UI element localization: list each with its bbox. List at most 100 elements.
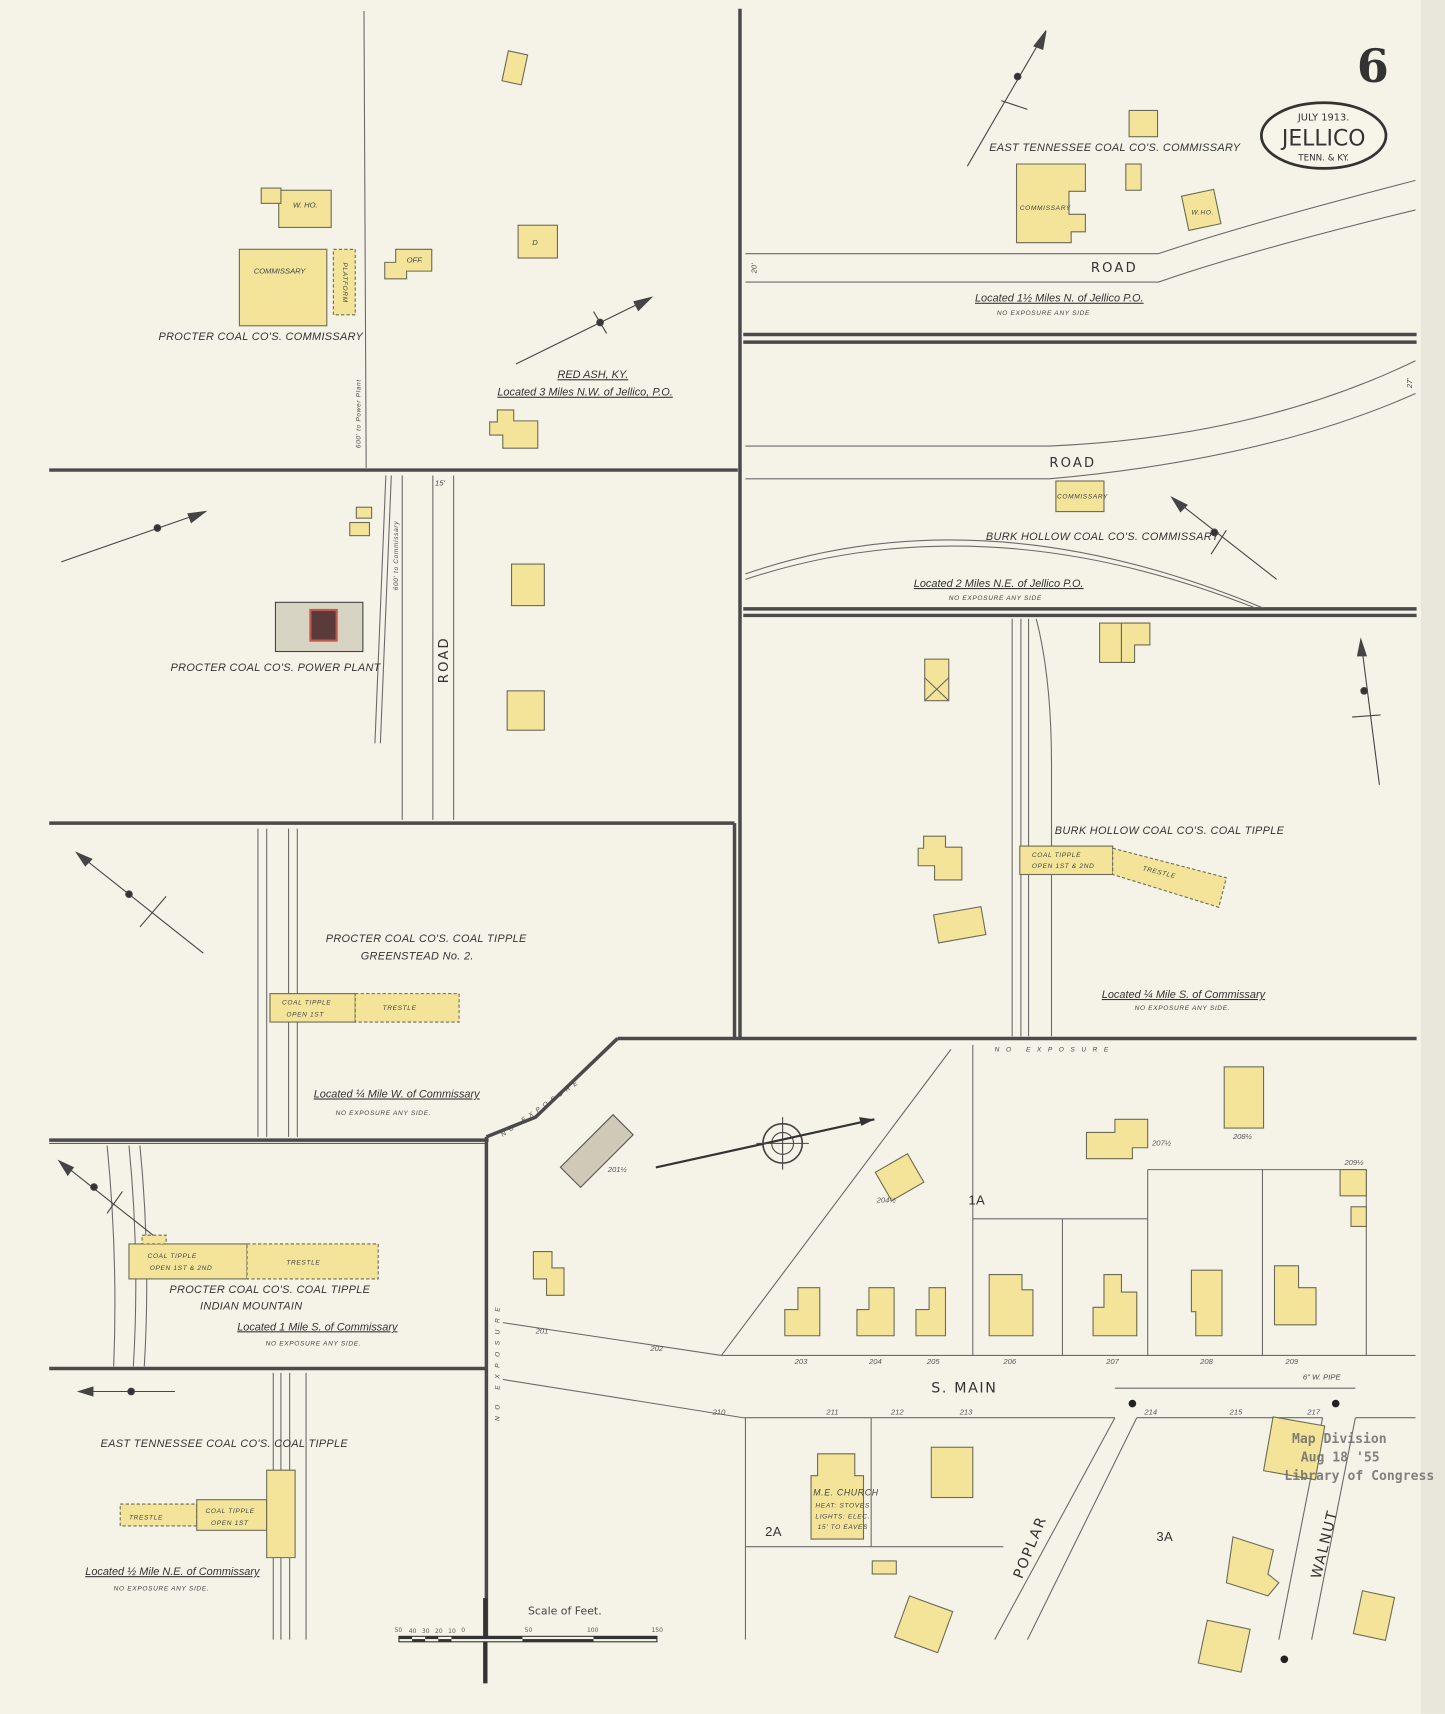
road-label: ROAD	[437, 636, 452, 683]
north-arrow-icon	[76, 1386, 175, 1397]
street-walnut: WALNUT	[1309, 1508, 1342, 1580]
burk-commissary-location: Located 2 Miles N.E. of Jellico P.O.	[914, 578, 1084, 590]
house-number: 209½	[1343, 1158, 1364, 1167]
church-eaves: 15' TO EAVES	[818, 1524, 869, 1531]
etc-tipple-label: COAL TIPPLE	[205, 1508, 254, 1515]
distance-label: 600' to Commissary	[393, 521, 400, 591]
church-name: M.E. CHURCH	[813, 1487, 878, 1497]
scale-tick: 150	[651, 1627, 663, 1634]
north-arrow-icon	[57, 1159, 154, 1236]
greenstead-trestle-label: TRESTLE	[383, 1005, 417, 1012]
panel-etc-commissary: COMMISSARY W.HO. EAST TENNESSEE COAL CO'…	[745, 30, 1416, 317]
panel-red-ash: W. HO. COMMISSARY PLATFORM 600' to Power…	[158, 10, 673, 468]
church-heat: HEAT: STOVES	[815, 1502, 869, 1509]
house-number: 205	[926, 1357, 940, 1366]
burk-commissary-exposure: NO EXPOSURE ANY SIDE	[949, 595, 1042, 602]
etc-tipple-location: Located ½ Mile N.E. of Commissary	[85, 1566, 261, 1578]
red-ash-commissary-title: PROCTER COAL CO'S. COMMISSARY	[158, 331, 363, 343]
scale-tick: 10	[448, 1628, 456, 1635]
road-width: 15'	[435, 478, 445, 487]
scale-tick: 20	[435, 1628, 443, 1635]
indian-title: PROCTER COAL CO'S. COAL TIPPLE	[169, 1284, 370, 1296]
north-arrow-icon	[1170, 496, 1278, 580]
greenstead-location: Located ¼ Mile W. of Commissary	[314, 1088, 481, 1100]
block-1a: 1A	[968, 1193, 985, 1208]
house-number: 207	[1105, 1357, 1119, 1366]
north-arrow-icon	[515, 296, 654, 365]
greenstead-open: OPEN 1ST	[286, 1012, 324, 1019]
warehouse-label: W. HO.	[293, 201, 318, 210]
etc-tipple-title: EAST TENNESSEE COAL CO'S. COAL TIPPLE	[101, 1438, 349, 1450]
city-name: JELLICO	[1280, 126, 1366, 151]
panel-town: NO EXPOSURE NO EXPOSURE NO EXPOSURE S. M…	[495, 1045, 1416, 1673]
burk-tipple-exposure: NO EXPOSURE ANY SIDE.	[1135, 1005, 1231, 1012]
stamp-line-1: Map Division	[1292, 1432, 1387, 1447]
house-number: 204	[868, 1357, 882, 1366]
etc-trestle-label: TRESTLE	[129, 1514, 163, 1521]
etc-commissary-location: Located 1½ Miles N. of Jellico P.O.	[975, 293, 1144, 305]
scale-tick: 30	[422, 1628, 430, 1635]
greenstead-subtitle: GREENSTEAD No. 2.	[361, 951, 474, 963]
house-number: 212	[890, 1407, 904, 1416]
greenstead-tipple-label: COAL TIPPLE	[282, 1000, 331, 1007]
title-cartouche: JULY 1913. JELLICO TENN. & KY.	[1260, 101, 1388, 170]
fire-hydrant-icon	[1280, 1655, 1289, 1664]
burk-tipple-title: BURK HOLLOW COAL CO'S. COAL TIPPLE	[1055, 825, 1285, 837]
house-number: 201½	[607, 1165, 628, 1174]
house-number: 204½	[876, 1195, 897, 1204]
paper-edge	[1420, 0, 1445, 1714]
scale-tick: 100	[587, 1627, 599, 1634]
house-number: 209	[1284, 1357, 1298, 1366]
house-number: 206	[1002, 1357, 1016, 1366]
north-arrow-icon	[61, 510, 208, 563]
indian-trestle-label: TRESTLE	[286, 1260, 320, 1267]
burk-commissary-title: BURK HOLLOW COAL CO'S. COMMISSARY	[986, 531, 1220, 543]
red-ash-place: RED ASH, KY.	[557, 369, 628, 381]
burk-tipple-open: OPEN 1ST & 2ND	[1032, 863, 1095, 870]
panel-power-plant: ROAD 15' 600' to Commissary PROCTER COAL…	[61, 475, 545, 820]
no-exposure-label-2: NO EXPOSURE	[500, 1078, 583, 1139]
panel-greenstead: COAL TIPPLE OPEN 1ST TRESTLE PROCTER COA…	[75, 828, 527, 1137]
dwelling-label: D	[532, 238, 538, 247]
panel-etc-tipple: TRESTLE COAL TIPPLE OPEN 1ST EAST TENNES…	[76, 1372, 349, 1640]
house-number: 215	[1229, 1407, 1243, 1416]
scale-bar: Scale of Feet. 50 40 30 20 10 0 50 100 1…	[395, 1598, 663, 1684]
power-plant-title: PROCTER COAL CO'S. POWER PLANT	[171, 662, 382, 674]
house-number: 203	[794, 1357, 808, 1366]
house-number: 211	[825, 1407, 838, 1416]
house-number: 208½	[1232, 1132, 1253, 1141]
house-number: 213	[959, 1407, 973, 1416]
panel-indian-mountain: COAL TIPPLE OPEN 1ST & 2ND TRESTLE PROCT…	[57, 1145, 399, 1367]
state-name: TENN. & KY.	[1297, 154, 1349, 164]
scale-tick: 50	[395, 1627, 403, 1634]
panel-burk-commissary: ROAD 27' COMMISSARY BURK HOLLOW COAL CO'…	[745, 360, 1416, 609]
etc-commissary-exposure: NO EXPOSURE ANY SIDE	[997, 310, 1090, 317]
road-label: ROAD	[1049, 456, 1096, 471]
indian-open: OPEN 1ST & 2ND	[150, 1265, 213, 1272]
indian-tipple-label: COAL TIPPLE	[148, 1253, 197, 1260]
north-arrow-icon	[1352, 637, 1381, 785]
water-pipe-label: 6" W. PIPE	[1303, 1372, 1342, 1381]
road-width: 27'	[1405, 378, 1414, 389]
etc-commissary-title: EAST TENNESSEE COAL CO'S. COMMISSARY	[989, 142, 1241, 154]
north-arrow-icon	[75, 851, 204, 954]
etc-warehouse-label: W.HO.	[1191, 209, 1214, 216]
map-date: JULY 1913.	[1297, 112, 1350, 123]
north-arrow-icon	[966, 30, 1047, 167]
house-number: 208	[1199, 1357, 1213, 1366]
office-label: OFF.	[407, 255, 424, 264]
panel-borders	[49, 8, 1417, 1640]
road-width: 20'	[749, 263, 758, 274]
indian-exposure: NO EXPOSURE ANY SIDE.	[266, 1341, 362, 1348]
burk-tipple-location: Located ¼ Mile S. of Commissary	[1102, 989, 1267, 1001]
house-number: 217	[1306, 1407, 1320, 1416]
road-label: ROAD	[1091, 261, 1138, 276]
house-number: 201	[535, 1327, 549, 1336]
page-number: 6	[1357, 39, 1389, 93]
no-exposure-label-3: NO EXPOSURE	[495, 1301, 502, 1421]
compass-rose-icon	[655, 1117, 875, 1170]
scale-tick: 40	[409, 1628, 417, 1635]
etc-commissary-label: COMMISSARY	[1020, 205, 1071, 212]
